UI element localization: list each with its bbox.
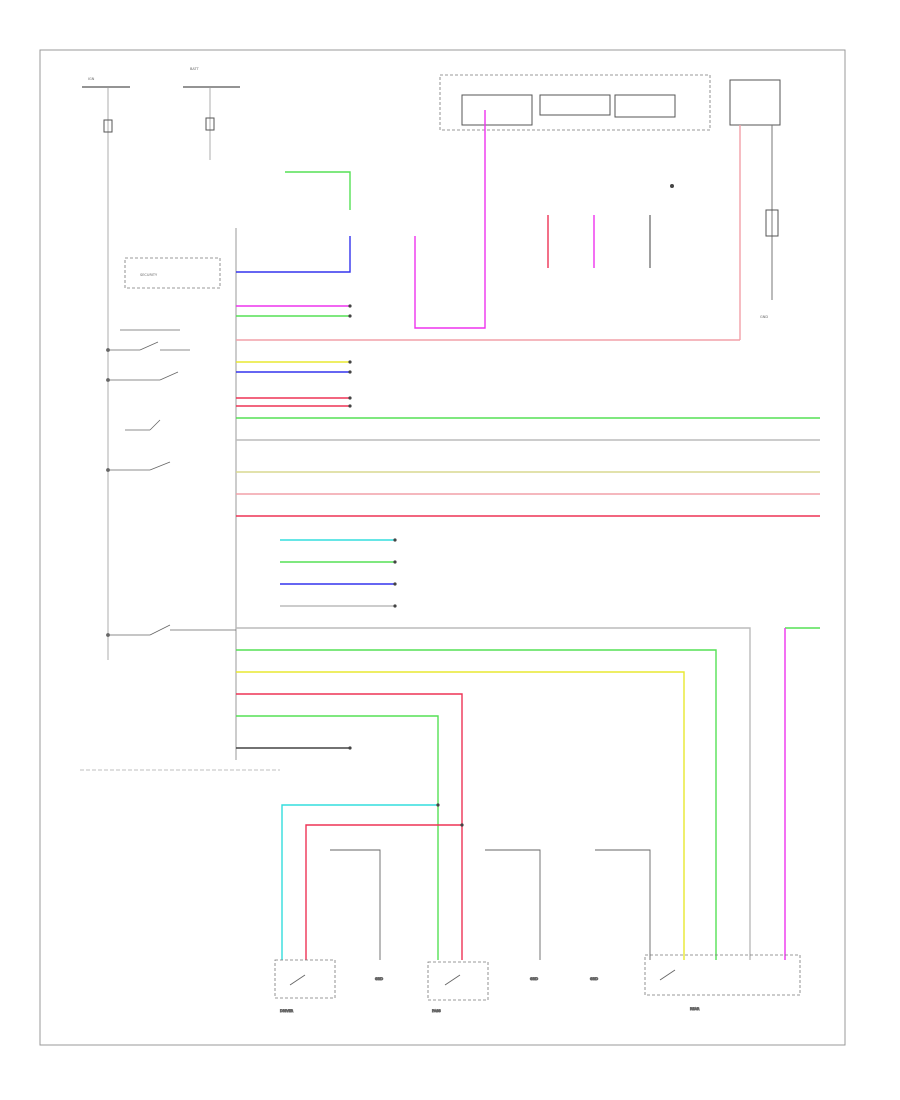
- svg-text:IGN: IGN: [88, 77, 95, 81]
- svg-text:SECURITY: SECURITY: [140, 273, 158, 277]
- control-unit: SECURITY: [124, 228, 237, 760]
- svg-text:GND: GND: [375, 977, 383, 981]
- svg-text:GND: GND: [760, 315, 768, 319]
- bottom-switch-group: DRIVER PASS REAR GND GND GND: [274, 849, 801, 1013]
- svg-text:BATT: BATT: [190, 67, 200, 71]
- power-feed-left: IGN BATT: [82, 67, 240, 660]
- top-module-group: GND: [439, 74, 781, 340]
- svg-text:GND: GND: [590, 977, 598, 981]
- svg-text:PASS: PASS: [432, 1009, 442, 1013]
- rear-door-sw-box: [644, 954, 801, 996]
- pass-door-sw-box: [427, 961, 489, 1001]
- switch-cluster-left: [106, 329, 236, 637]
- wire-runs: [236, 110, 820, 960]
- driver-door-sw-box: [274, 959, 336, 999]
- svg-text:GND: GND: [530, 977, 538, 981]
- security-unit-box: [124, 257, 221, 289]
- relay-top-right: [729, 79, 781, 126]
- connector-nodes: [348, 184, 674, 827]
- svg-text:DRIVER: DRIVER: [280, 1009, 294, 1013]
- diagram-frame: [39, 49, 846, 1046]
- svg-text:REAR: REAR: [690, 1007, 700, 1011]
